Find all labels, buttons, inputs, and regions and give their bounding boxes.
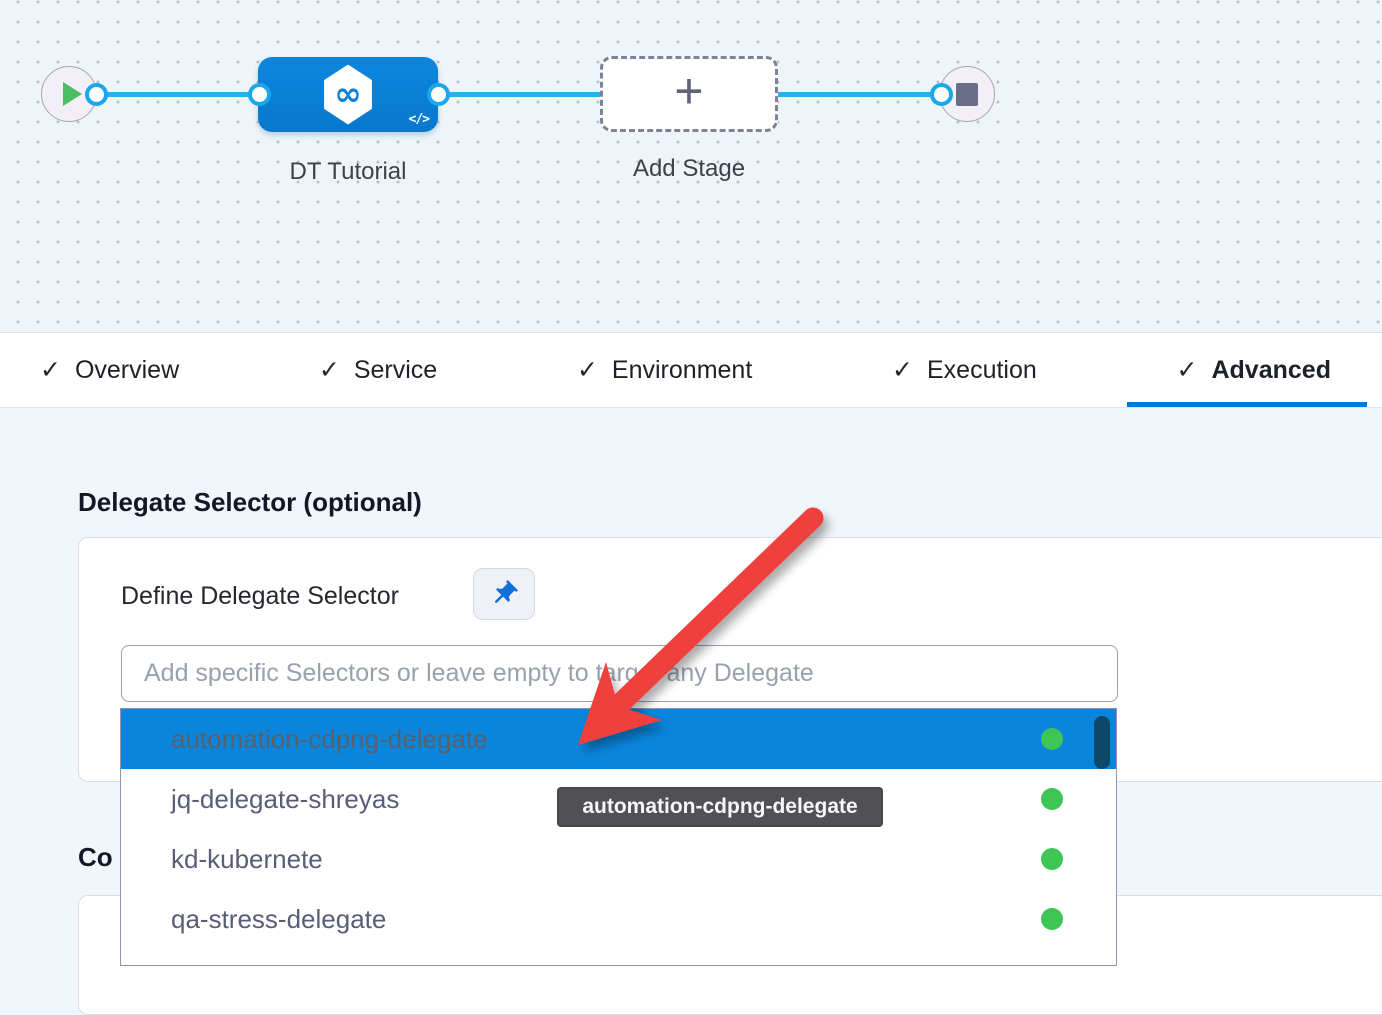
next-section-heading-clipped: Co: [78, 842, 113, 872]
define-delegate-selector-label: Define Delegate Selector: [121, 582, 399, 610]
stage-name-label: DT Tutorial: [289, 158, 407, 185]
tab-label: Execution: [926, 355, 1037, 384]
delegate-selector-heading: Delegate Selector (optional): [78, 487, 422, 517]
dropdown-item-label: automation-cdpng-delegate: [171, 723, 488, 754]
dropdown-item-label: qa-stress-delegate: [171, 903, 387, 934]
dropdown-item[interactable]: kd-kubernete: [121, 829, 1116, 889]
tab-advanced[interactable]: ✓ Advanced: [1177, 355, 1331, 385]
add-stage-button[interactable]: +: [600, 56, 778, 132]
dropdown-item[interactable]: automation-cdpng-delegate: [121, 709, 1116, 769]
tab-service[interactable]: ✓ Service: [319, 355, 437, 385]
tab-environment[interactable]: ✓ Environment: [577, 355, 752, 385]
check-icon: ✓: [40, 356, 61, 384]
check-icon: ✓: [892, 356, 913, 384]
edge-connector-dot: [427, 83, 450, 106]
edge-connector-dot: [930, 83, 953, 106]
check-icon: ✓: [1176, 356, 1198, 384]
stop-icon: [956, 82, 978, 106]
plus-icon: +: [674, 63, 704, 119]
status-dot-connected: [1041, 728, 1063, 750]
dropdown-item[interactable]: jq-delegate-shreyas: [121, 769, 1116, 829]
pipeline-start-node[interactable]: [41, 66, 97, 122]
tab-label: Overview: [74, 355, 180, 384]
add-stage-label: Add Stage: [632, 155, 746, 182]
edge-connector-dot: [248, 83, 271, 106]
dropdown-item-label: jq-delegate-shreyas: [171, 783, 400, 814]
tab-overview[interactable]: ✓ Overview: [40, 355, 179, 385]
tab-label: Service: [353, 355, 438, 384]
status-dot-connected: [1041, 908, 1063, 930]
pipeline-canvas[interactable]: ∞ </> DT Tutorial + Add Stage: [0, 0, 1382, 332]
tab-label: Advanced: [1211, 355, 1331, 384]
active-tab-underline: [1127, 402, 1367, 407]
stage-node-dt-tutorial[interactable]: ∞ </>: [258, 57, 438, 132]
tab-label: Environment: [611, 355, 753, 384]
code-icon: </>: [408, 112, 431, 127]
check-icon: ✓: [576, 356, 598, 384]
scrollbar-thumb[interactable]: [1094, 716, 1110, 769]
pin-button[interactable]: [473, 568, 535, 620]
delegate-tooltip: automation-cdpng-delegate: [557, 787, 883, 827]
dropdown-item[interactable]: qa-stress-delegate: [121, 889, 1116, 949]
edge-connector-dot: [85, 83, 108, 106]
delegate-dropdown: automation-cdpng-delegate jq-delegate-shr…: [120, 708, 1117, 966]
tab-execution[interactable]: ✓ Execution: [892, 355, 1037, 385]
check-icon: ✓: [318, 356, 340, 384]
pushpin-icon: [495, 580, 518, 603]
status-dot-connected: [1041, 848, 1063, 870]
dropdown-item-label: kd-kubernete: [171, 843, 323, 874]
delegate-selector-input[interactable]: [121, 645, 1118, 702]
status-dot-connected: [1041, 788, 1063, 810]
harness-infinity-icon: ∞: [324, 64, 372, 125]
stage-tabs: ✓Overview✓Service✓Environment✓Execution✓…: [0, 332, 1382, 408]
pipeline-edge: [96, 92, 262, 97]
play-icon: [62, 82, 82, 106]
